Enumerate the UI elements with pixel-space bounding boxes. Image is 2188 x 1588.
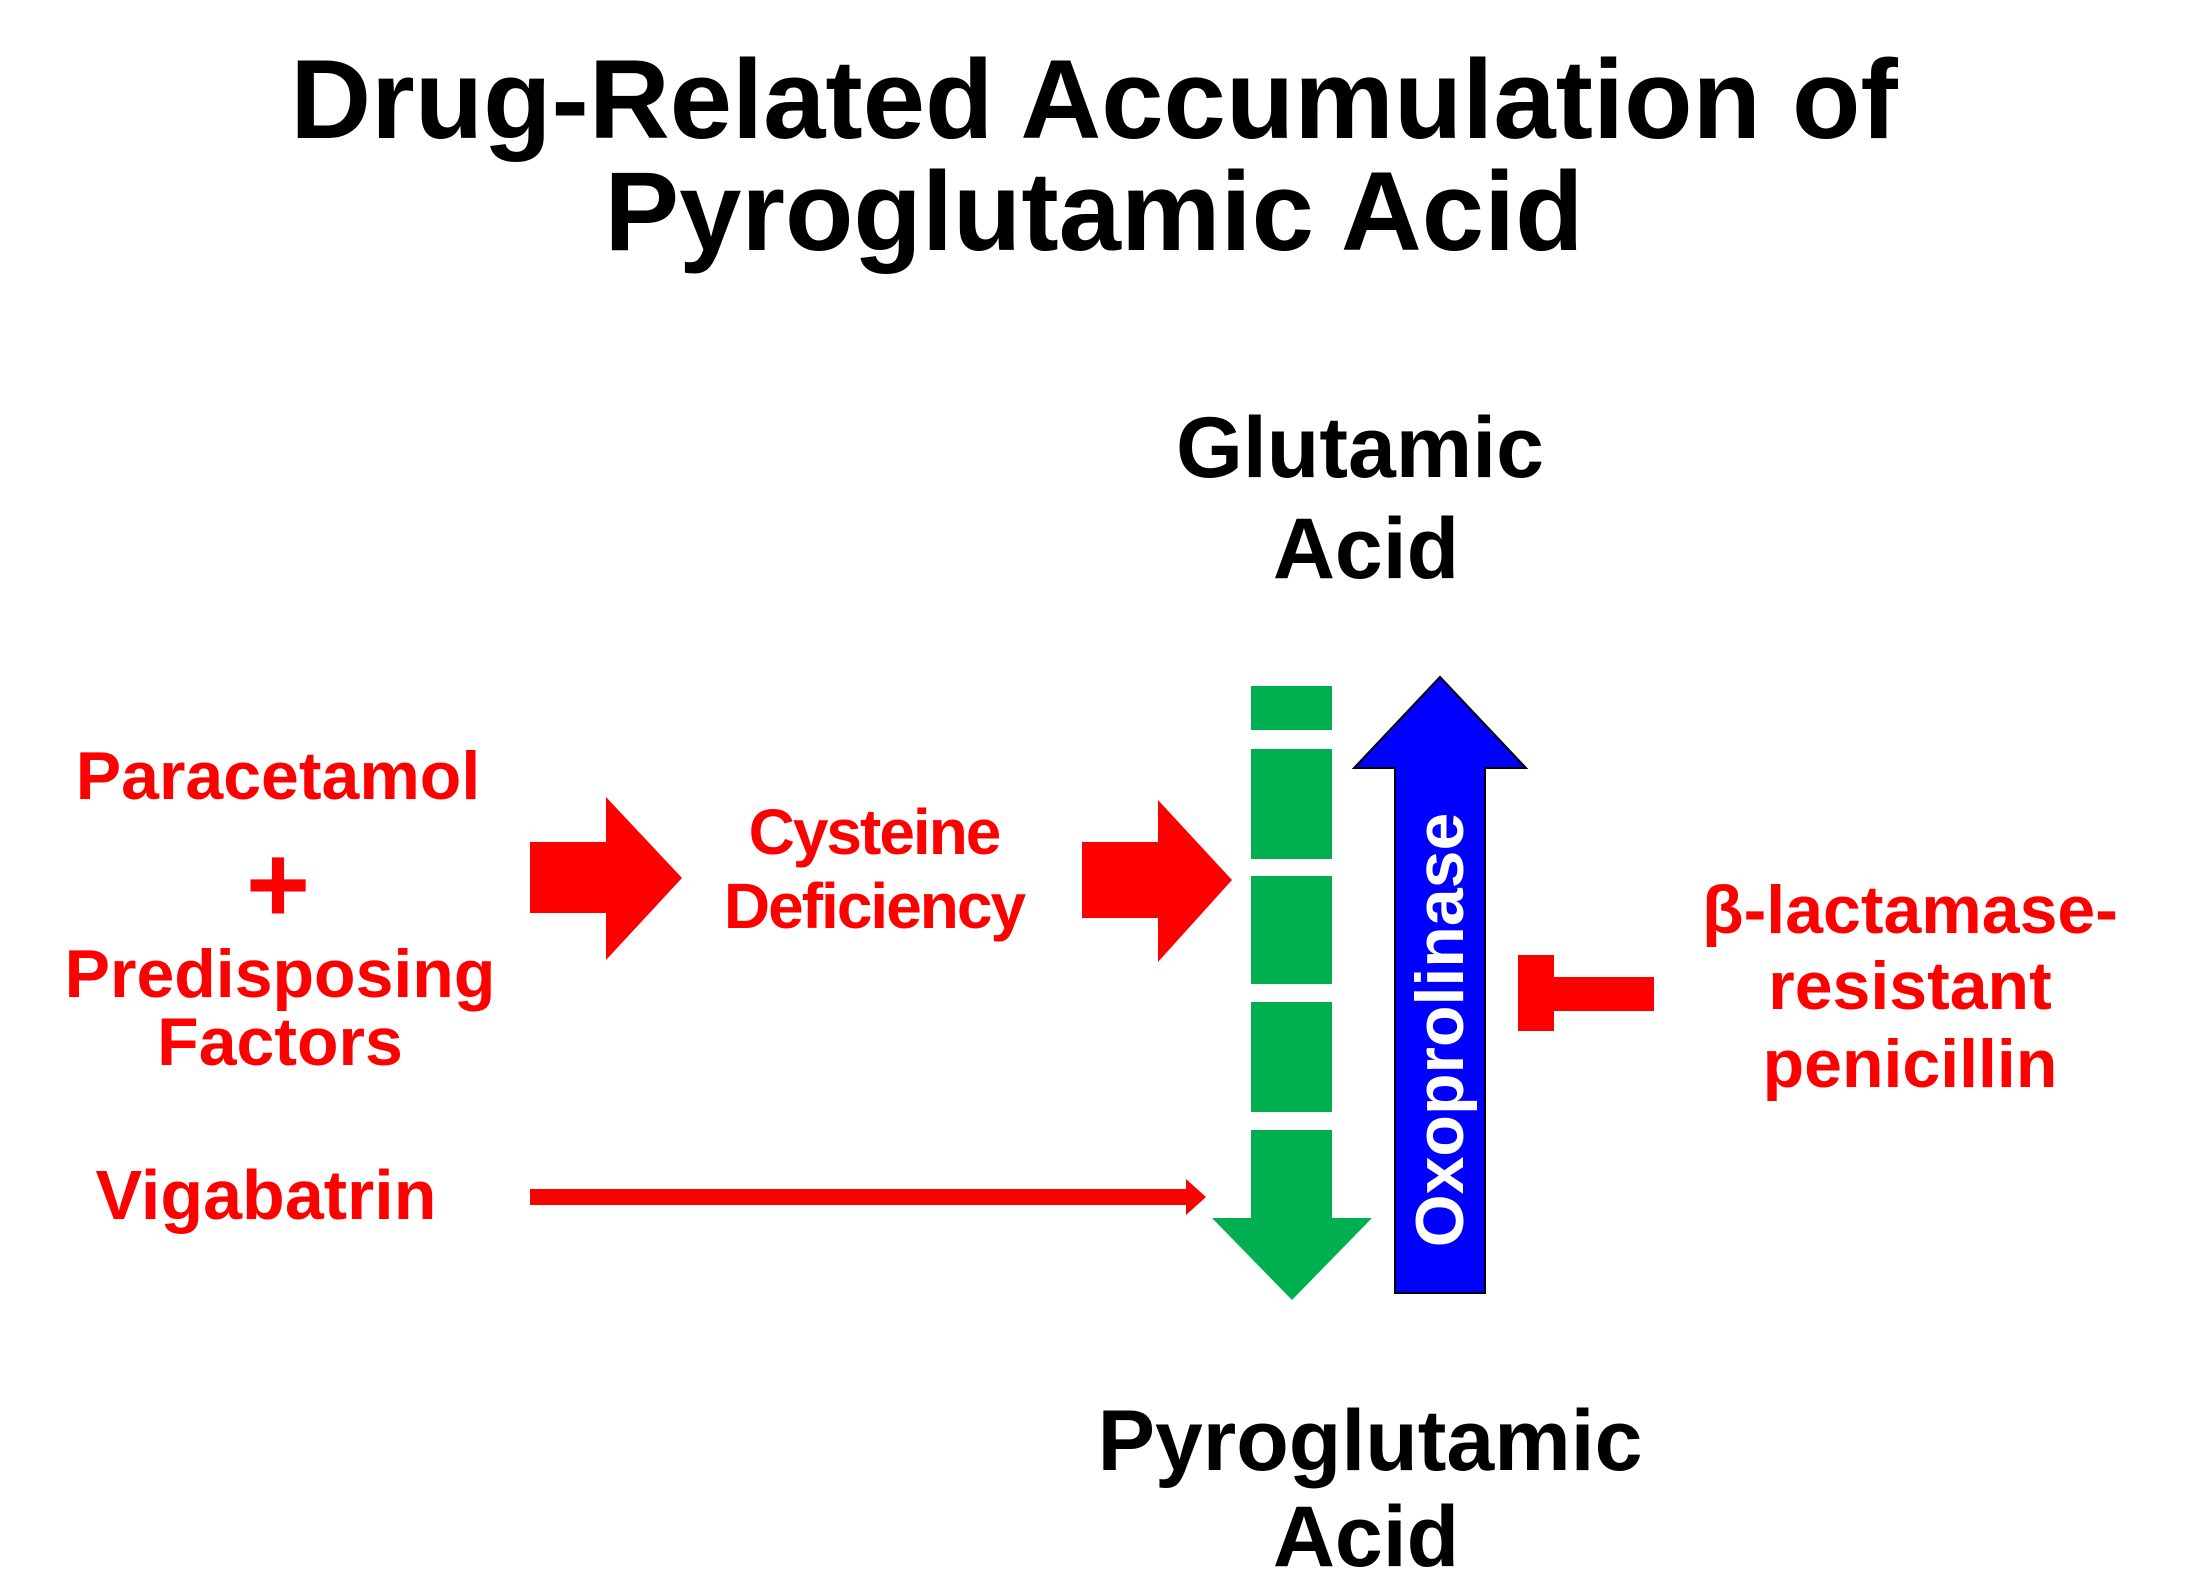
- inhibition-bar-stem: [1550, 977, 1654, 1011]
- green-segment-3: [1251, 876, 1332, 984]
- pyroglutamic-acid-label-line-1: Pyroglutamic: [1097, 1393, 1643, 1489]
- title-line-2: Pyroglutamic Acid: [604, 149, 1584, 274]
- green-segment-4: [1251, 1002, 1332, 1112]
- oxoprolinase-label: Oxoprolinase: [1402, 813, 1478, 1248]
- factors-label: Factors: [157, 1004, 403, 1080]
- deficiency-label: Deficiency: [723, 870, 1026, 942]
- blue-up-arrow: [1351, 675, 1529, 1294]
- vigabatrin-label: Vigabatrin: [95, 1156, 437, 1234]
- paracetamol-label: Paracetamol: [75, 738, 481, 814]
- glutamic-acid-label-line-2: Acid: [1272, 501, 1460, 597]
- pyroglutamic-acid-label-line-2: Acid: [1272, 1489, 1460, 1585]
- inhibition-bar-vertical: [1518, 955, 1554, 1031]
- plus-sign: +: [245, 823, 311, 946]
- title-line-1: Drug-Related Accumulation of: [290, 37, 1898, 162]
- red-arrow-to-pathway: [1082, 800, 1232, 962]
- glutamic-acid-label-line-1: Glutamic: [1176, 400, 1544, 496]
- green-segment-1: [1251, 686, 1332, 730]
- penicillin-label: penicillin: [1762, 1026, 2058, 1102]
- red-arrow-to-cysteine: [530, 797, 682, 960]
- predisposing-label: Predisposing: [64, 936, 496, 1012]
- green-segment-2: [1251, 749, 1332, 859]
- vigabatrin-arrow-head: [1186, 1179, 1206, 1215]
- beta-lactamase-label: β-lactamase-: [1702, 872, 2118, 948]
- resistant-label: resistant: [1768, 948, 2052, 1024]
- green-down-arrow-head: [1212, 1130, 1372, 1300]
- cysteine-label: Cysteine: [748, 796, 1002, 868]
- vigabatrin-arrow-shaft: [530, 1189, 1190, 1205]
